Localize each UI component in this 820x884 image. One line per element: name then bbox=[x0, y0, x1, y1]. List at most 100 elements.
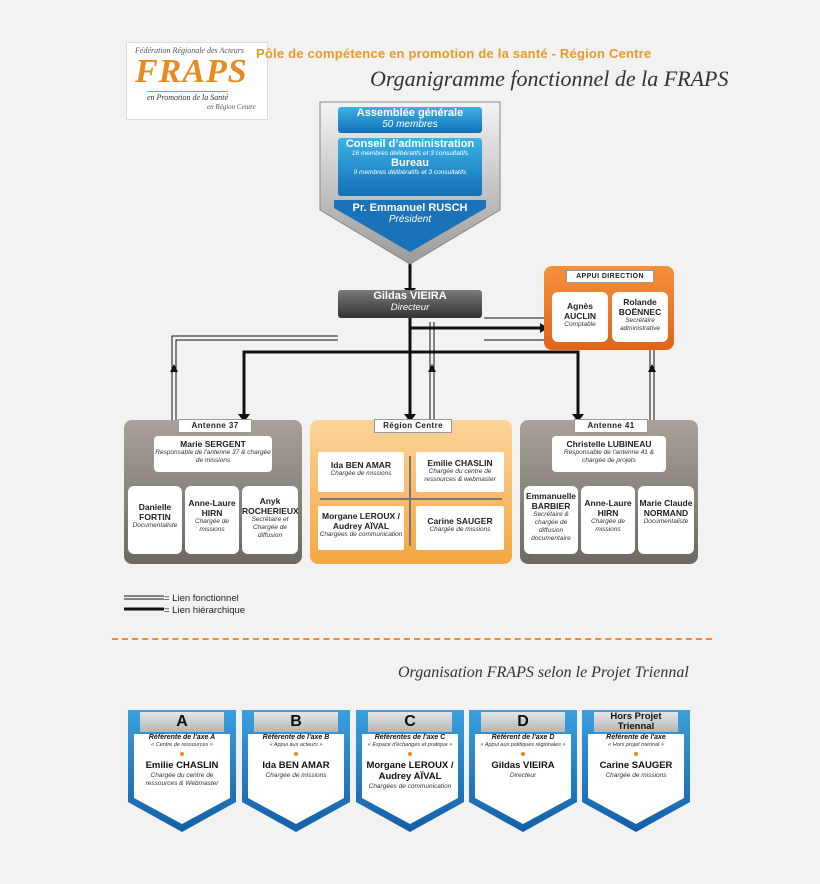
person-role: Documentaliste bbox=[643, 518, 689, 525]
legend-fonctionnel: = Lien fonctionnel bbox=[164, 593, 239, 604]
region-centre-title: Région Centre bbox=[374, 419, 452, 433]
triennal-title: Organisation FRAPS selon le Projet Trien… bbox=[398, 664, 689, 681]
person-name: Anne-Laure HIRN bbox=[188, 498, 236, 518]
orange-dot bbox=[294, 752, 298, 756]
card-carine-sauger: Carine SAUGER Chargée de missions bbox=[416, 506, 504, 550]
axe-role: Chargées de communication bbox=[368, 783, 452, 790]
conseil-administration: Conseil d’administration 16 membres déli… bbox=[338, 138, 482, 196]
axe-content: Référente de l'axe B « Appui aux acteurs… bbox=[248, 734, 344, 780]
region-divider-h bbox=[320, 498, 502, 500]
func-line-antenne37 bbox=[171, 335, 338, 420]
axe-name: Emilie CHASLIN bbox=[145, 760, 219, 771]
bureau-sub: 9 membres délibératifs et 3 consultatifs bbox=[353, 169, 467, 176]
shield-axe-b: B Référente de l'axe B « Appui aux acteu… bbox=[242, 710, 350, 832]
axe-role: Chargée de missions bbox=[265, 772, 327, 779]
legend-lines bbox=[124, 595, 164, 611]
person-name: Ida BEN AMAR bbox=[330, 460, 392, 470]
axe-ref: Référente de l'axe bbox=[606, 734, 666, 741]
antenne37-title: Antenne 37 bbox=[178, 419, 252, 433]
axe-tag: « Appui aux politiques régionales » bbox=[480, 742, 566, 748]
axe-ref: Référente de l'axe B bbox=[262, 734, 330, 741]
person-role: Chargée de missions bbox=[195, 518, 229, 533]
axe-letter: A bbox=[140, 712, 224, 732]
axe-content: Référentes de l'axe C « Espace d'échange… bbox=[362, 734, 458, 791]
card-anne-laure-hirn-41: Anne-Laure HIRN Chargée de missions bbox=[581, 486, 635, 554]
person-role: Responsable de l'antenne 41 & chargée de… bbox=[563, 449, 655, 464]
antenne41-title: Antenne 41 bbox=[574, 419, 648, 433]
person-name: Emilie CHASLIN bbox=[427, 458, 493, 468]
axe-role: Chargée du centre de ressources & Webmas… bbox=[145, 772, 219, 787]
axe-tag: « Hors projet triennal » bbox=[608, 742, 664, 748]
region-divider-v bbox=[409, 456, 411, 546]
person-name: Agnès AUCLIN bbox=[563, 301, 597, 321]
axe-ref: Référente de l'axe A bbox=[148, 734, 216, 741]
shield-shape bbox=[128, 710, 236, 832]
arrow-antenne41 bbox=[572, 414, 584, 422]
person-name: Marie SERGENT bbox=[180, 439, 246, 449]
legend-hierarchique: = Lien hiérarchique bbox=[164, 605, 246, 616]
pole-heading: Pôle de compétence en promotion de la sa… bbox=[256, 46, 652, 61]
logo-line2: en Promotion de la Santé bbox=[147, 91, 229, 102]
logo-name: FRAPS bbox=[135, 53, 248, 90]
director-box: Gildas VIEIRA Directeur bbox=[338, 290, 482, 318]
axe-tag: « Espace d'échanges et pratique » bbox=[367, 742, 453, 748]
card-rolande-boennec: Rolande BOËNNEC Secrétaire administrativ… bbox=[612, 292, 668, 342]
assemblee-generale: Assemblée générale 50 membres bbox=[338, 107, 482, 133]
axe-name: Ida BEN AMAR bbox=[262, 760, 330, 771]
ag-sub: 50 membres bbox=[382, 119, 438, 130]
person-role: Chargées de communication bbox=[319, 531, 403, 538]
card-agnes-auclin: Agnès AUCLIN Comptable bbox=[552, 292, 608, 342]
person-name: Carine SAUGER bbox=[427, 516, 493, 526]
orange-dot bbox=[521, 752, 525, 756]
person-role: Chargée du centre de ressources & webmas… bbox=[424, 468, 496, 483]
shield-hors-projet: Hors Projet Triennal Référente de l'axe … bbox=[582, 710, 690, 832]
director-role: Directeur bbox=[390, 302, 430, 313]
axe-name: Gildas VIEIRA bbox=[491, 760, 555, 771]
axe-letter: C bbox=[368, 712, 452, 732]
arrow-func-region bbox=[428, 364, 436, 372]
logo-line1: Fédération Régionale des Acteurs bbox=[135, 46, 244, 55]
shield-axe-a: A Référente de l'axe A « Centre de resso… bbox=[128, 710, 236, 832]
card-marie-sergent: Marie SERGENT Responsable de l'antenne 3… bbox=[154, 436, 272, 472]
person-role: Documentaliste bbox=[132, 522, 178, 529]
shield-axe-c: C Référentes de l'axe C « Espace d'échan… bbox=[356, 710, 464, 832]
appui-direction-title: Appui direction bbox=[566, 270, 654, 283]
person-name: Anne-Laure HIRN bbox=[584, 498, 632, 518]
ca-sub: 16 membres délibératifs et 3 consultatif… bbox=[351, 150, 469, 157]
axe-content: Référente de l'axe « Hors projet trienna… bbox=[588, 734, 684, 780]
bureau-title: Bureau bbox=[391, 157, 429, 169]
president: Pr. Emmanuel RUSCH Président bbox=[338, 202, 482, 225]
person-role: Secrétaire administrative bbox=[619, 317, 661, 332]
func-line-antenne37-b bbox=[175, 339, 338, 420]
axe-ref: Référent de l'axe D bbox=[491, 734, 555, 741]
axe-name: Carine SAUGER bbox=[599, 760, 673, 771]
person-name: Christelle LUBINEAU bbox=[566, 439, 652, 449]
president-name: Pr. Emmanuel RUSCH bbox=[352, 202, 468, 214]
card-emilie-chaslin: Emilie CHASLIN Chargée du centre de ress… bbox=[416, 452, 504, 492]
axe-letter: D bbox=[481, 712, 565, 732]
person-name: Morgane LEROUX / Audrey AÏVAL bbox=[322, 511, 400, 531]
axe-letter: B bbox=[254, 712, 338, 732]
president-role: Président bbox=[388, 214, 432, 225]
card-marie-claude-normand: Marie Claude NORMAND Documentaliste bbox=[638, 486, 694, 554]
shield-shape bbox=[469, 710, 577, 832]
axe-content: Référent de l'axe D « Appui aux politiqu… bbox=[475, 734, 571, 780]
card-anyk-rocherieux: Anyk ROCHERIEUX Secrétaire et Chargée de… bbox=[242, 486, 299, 554]
orange-dot bbox=[634, 752, 638, 756]
axe-ref: Référentes de l'axe C bbox=[374, 734, 446, 741]
section-divider bbox=[112, 638, 712, 640]
logo-line3: en Région Centre bbox=[207, 103, 256, 111]
person-role: Chargée de missions bbox=[429, 526, 491, 533]
director-name: Gildas VIEIRA bbox=[373, 290, 447, 302]
person-name: Rolande BOËNNEC bbox=[618, 297, 662, 317]
person-role: Chargée de missions bbox=[330, 470, 392, 477]
card-ida-ben-amar: Ida BEN AMAR Chargée de missions bbox=[318, 452, 404, 492]
orange-dot bbox=[180, 752, 184, 756]
axe-content: Référente de l'axe A « Centre de ressour… bbox=[134, 734, 230, 788]
ag-title: Assemblée générale bbox=[356, 107, 464, 119]
card-emmanuelle-barbier: Emmanuelle BARBIER Secrétaire & chargée … bbox=[524, 486, 578, 554]
person-role: Chargée de missions bbox=[591, 518, 625, 533]
axe-role: Chargée de missions bbox=[605, 772, 667, 779]
person-role: Secrétaire et Chargée de diffusion bbox=[251, 516, 289, 539]
arrow-region bbox=[404, 414, 416, 422]
